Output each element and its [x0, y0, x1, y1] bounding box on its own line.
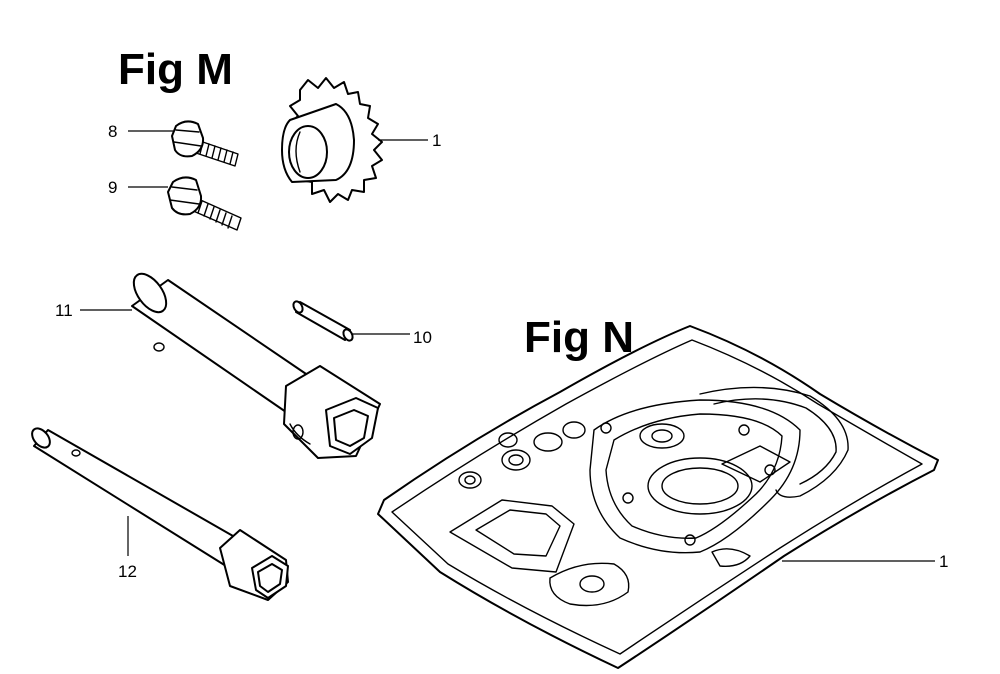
callout-10: 10 [413, 328, 432, 347]
callout-1-gasket: 1 [939, 552, 949, 571]
callout-11: 11 [55, 301, 73, 320]
gasket-set-icon [377, 325, 939, 669]
gear-icon [281, 77, 383, 203]
tommy-bar-icon [31, 427, 289, 601]
fig-n-title: Fig N [524, 313, 634, 362]
callout-12: 12 [118, 562, 137, 581]
bolt-icon [171, 120, 239, 167]
callout-8: 8 [108, 122, 118, 141]
pin-icon [292, 300, 354, 342]
fig-m-title: Fig M [118, 45, 233, 94]
callout-1-gear: 1 [432, 131, 442, 150]
bolt-icon [167, 176, 242, 231]
callout-9: 9 [108, 178, 118, 197]
socket-wrench-icon [131, 272, 381, 459]
